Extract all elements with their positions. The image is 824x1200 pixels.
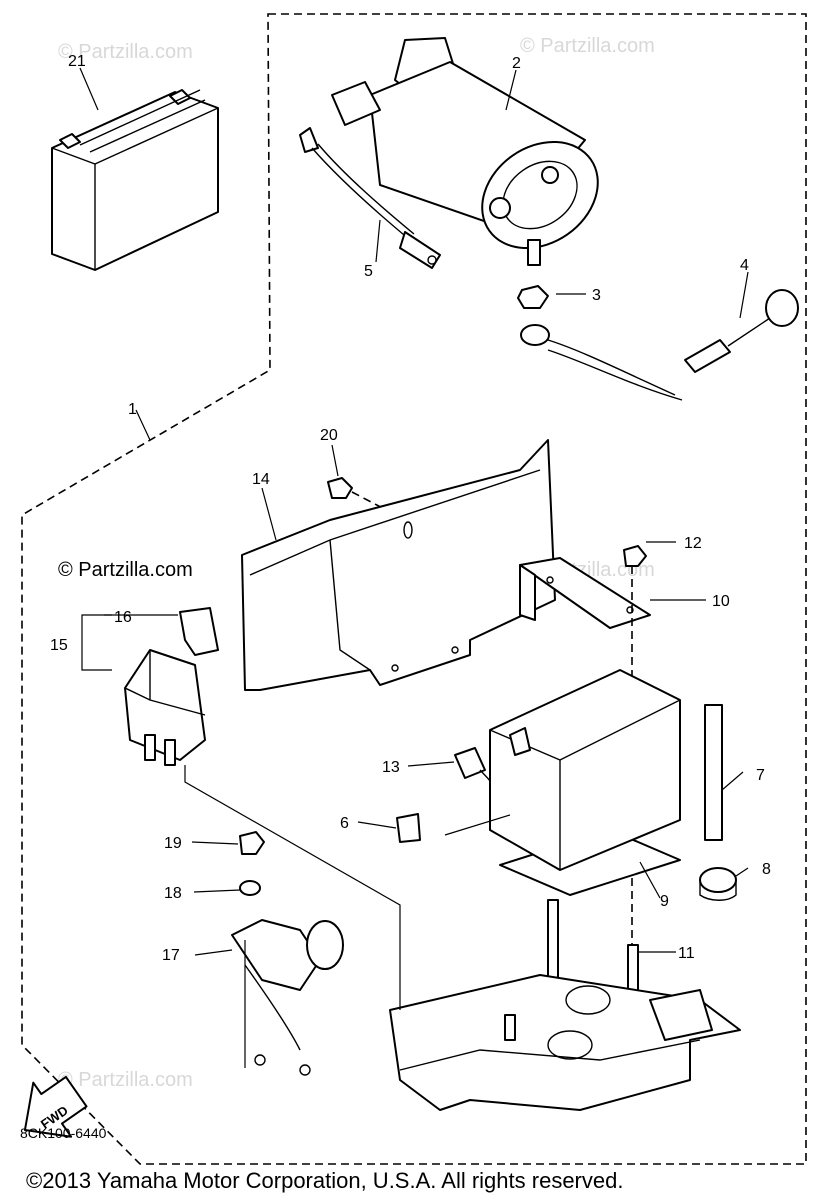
frame-bracket	[389, 974, 741, 1111]
nut-part-3	[517, 285, 549, 309]
nut-part-12	[623, 545, 647, 567]
clip-part-6	[396, 813, 421, 843]
callout-12: 12	[684, 535, 702, 552]
callout-16: 16	[114, 609, 132, 626]
wire-line	[444, 814, 511, 836]
watermark: © Partzilla.com	[58, 41, 193, 63]
battery-part-21	[51, 89, 219, 271]
callout-21: 21	[68, 53, 86, 70]
tube-part-7	[704, 704, 723, 841]
callout-5: 5	[364, 263, 373, 280]
drawing-code: 8CK100-6440	[20, 1125, 107, 1141]
starter-motor-part-2	[331, 37, 599, 266]
callout-17: 17	[162, 947, 180, 964]
callout-3: 3	[592, 287, 601, 304]
nut-part-19	[239, 831, 265, 855]
callout-9: 9	[660, 893, 669, 910]
washer-part-18	[239, 880, 261, 896]
plate-part-10	[519, 557, 651, 629]
wire-line	[184, 765, 401, 1010]
lead-wire-part-5	[299, 127, 441, 269]
callout-10: 10	[712, 593, 730, 610]
callout-20: 20	[320, 427, 338, 444]
bolt-part-20	[327, 477, 353, 499]
callout-19: 19	[164, 835, 182, 852]
fwd-arrow: FWD	[23, 1075, 88, 1138]
copyright-notice: ©2013 Yamaha Motor Corporation, U.S.A. A…	[26, 1168, 623, 1193]
watermark-dark: © Partzilla.com	[58, 559, 193, 581]
callout-4: 4	[740, 257, 749, 274]
rectifier-part-17	[231, 919, 344, 1076]
cable-part-4	[520, 289, 799, 401]
control-unit-part-9	[489, 669, 681, 896]
grommet-part-8	[699, 867, 737, 901]
bracket-lead-15	[81, 614, 112, 671]
watermark: © Partzilla.com	[58, 1069, 193, 1091]
callout-1: 1	[128, 401, 137, 418]
callout-18: 18	[164, 885, 182, 902]
leader-lines	[79, 67, 749, 956]
relay-part-15	[124, 649, 206, 766]
callout-15: 15	[50, 637, 68, 654]
bracket-part-14	[241, 439, 556, 691]
callout-14: 14	[252, 471, 270, 488]
callout-13: 13	[382, 759, 400, 776]
callout-6: 6	[340, 815, 349, 832]
watermark: © Partzilla.com	[520, 35, 655, 57]
callout-2: 2	[512, 55, 521, 72]
callout-7: 7	[756, 767, 765, 784]
callout-8: 8	[762, 861, 771, 878]
fuse-part-16	[179, 607, 219, 656]
callout-11: 11	[678, 945, 695, 962]
